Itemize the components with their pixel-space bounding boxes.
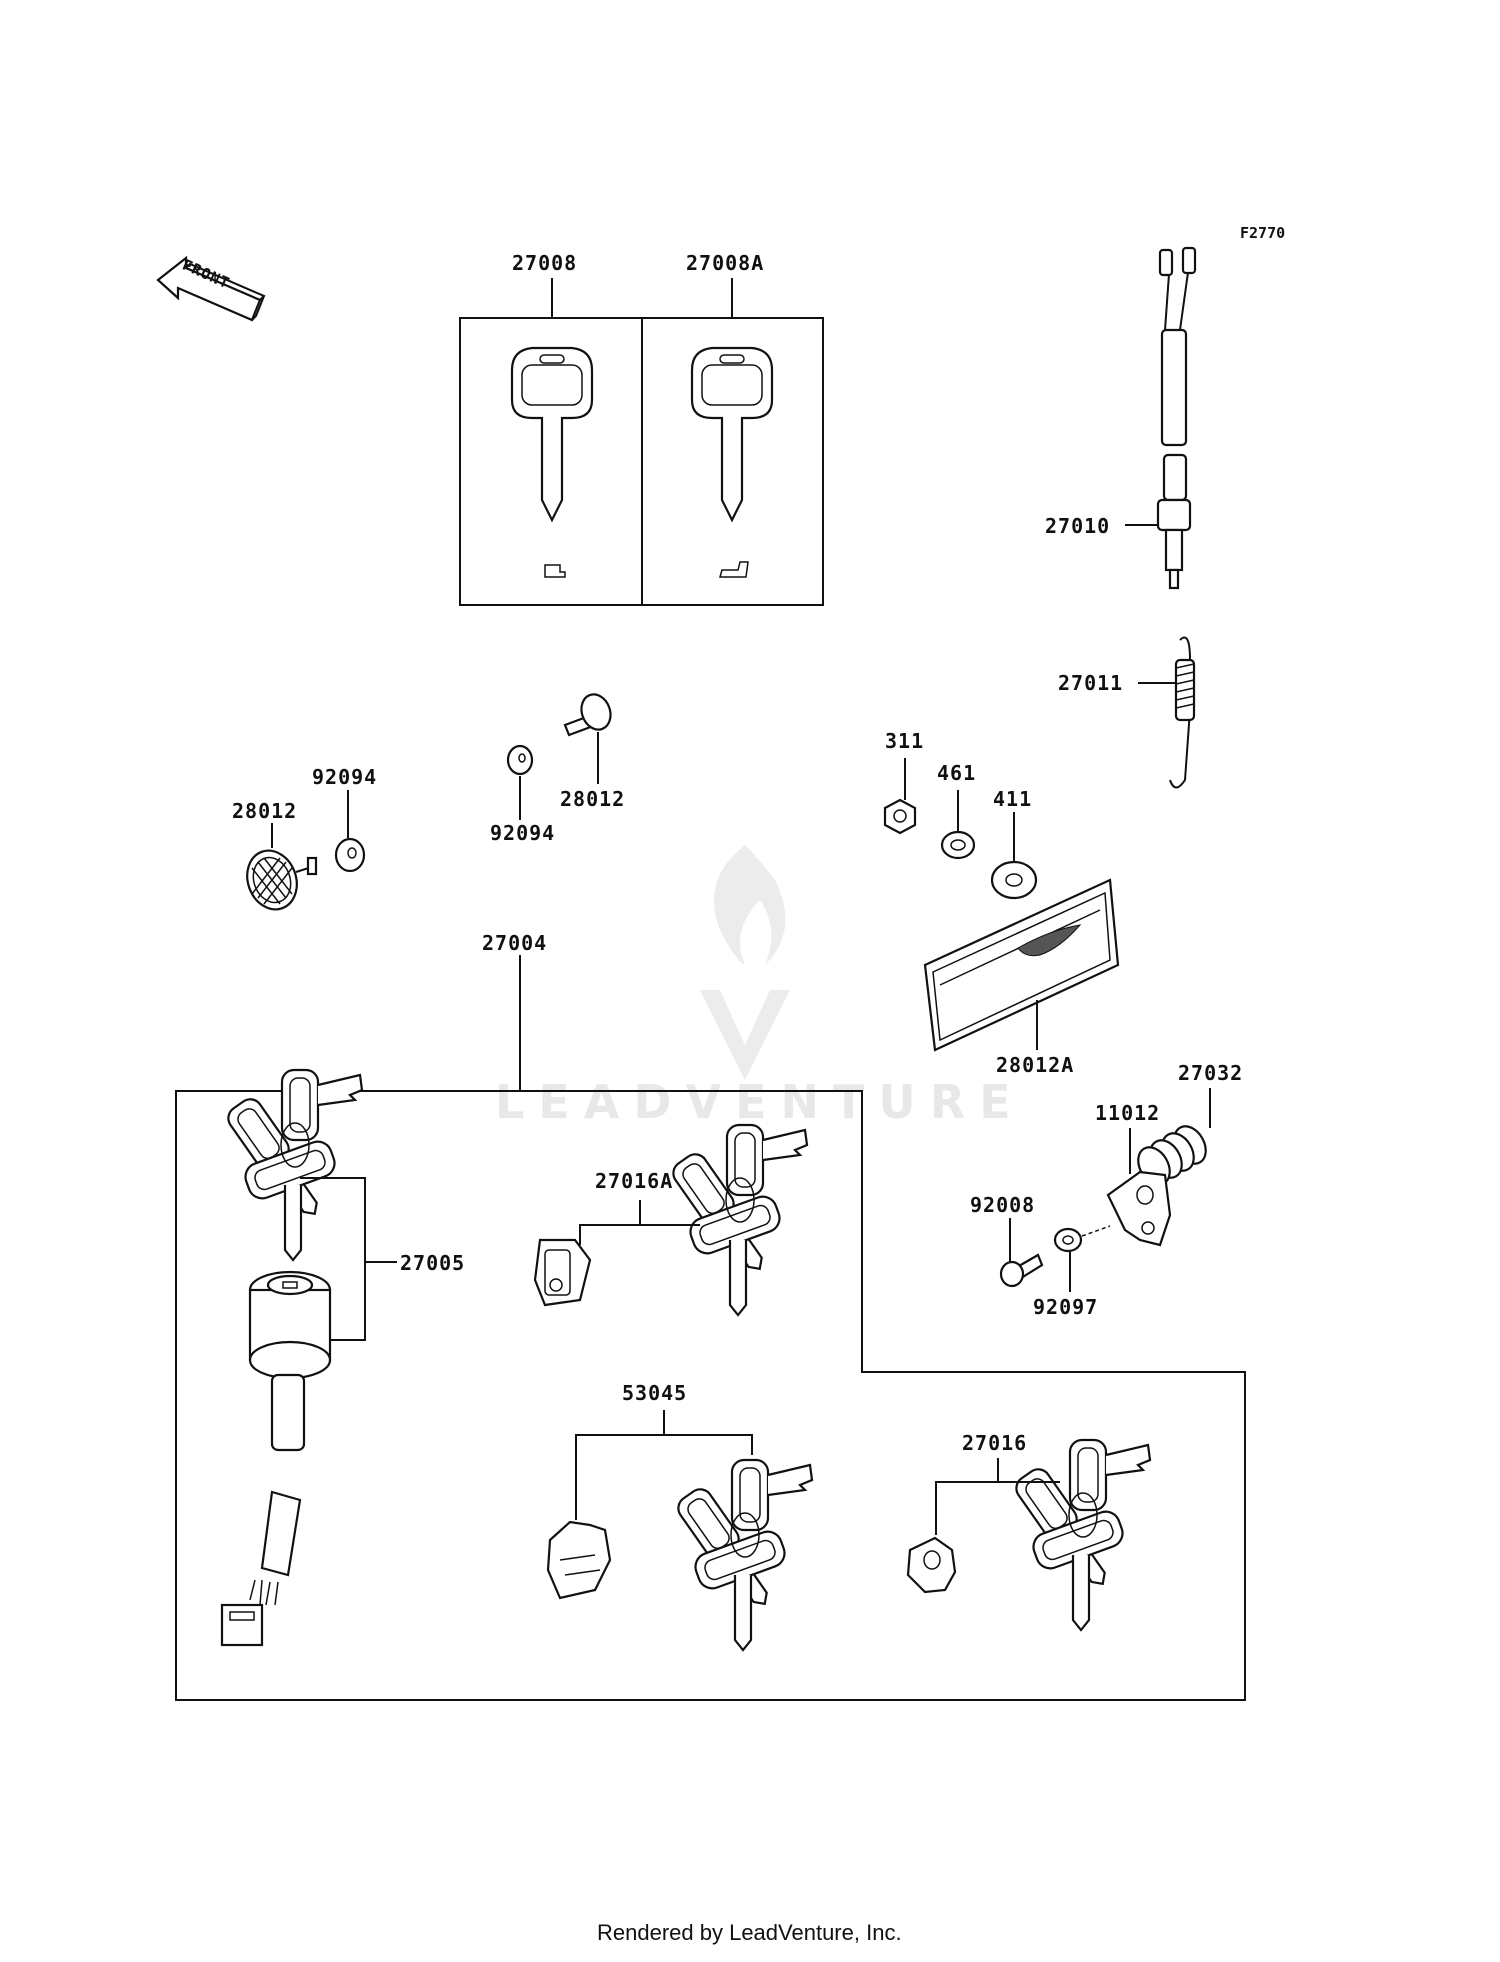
part-label-28012-center[interactable]: 28012 xyxy=(560,787,625,811)
part-label-11012[interactable]: 11012 xyxy=(1095,1101,1160,1125)
part-group-ignition-set xyxy=(175,955,1246,1701)
part-label-411[interactable]: 411 xyxy=(993,787,1032,811)
part-label-461[interactable]: 461 xyxy=(937,761,976,785)
part-92008-bolt xyxy=(999,1253,1044,1288)
part-label-92097[interactable]: 92097 xyxy=(1033,1295,1098,1319)
part-27016-lock-set xyxy=(906,1438,1152,1632)
part-group-keys-blank xyxy=(459,278,824,606)
part-28012-reflector-left xyxy=(246,849,318,911)
part-27032-spring xyxy=(1137,1125,1207,1186)
part-27005-ignition-switch xyxy=(220,1068,397,1647)
part-53045-lock-set xyxy=(546,1410,814,1652)
watermark-logo: LEADVENTURE xyxy=(495,845,1025,1129)
part-461-lockwasher xyxy=(940,830,976,860)
part-92094-washer-left xyxy=(334,837,366,873)
part-label-311[interactable]: 311 xyxy=(885,729,924,753)
part-label-53045[interactable]: 53045 xyxy=(622,1381,687,1405)
part-label-28012-left[interactable]: 28012 xyxy=(232,799,297,823)
part-label-92094-left[interactable]: 92094 xyxy=(312,765,377,789)
part-27011-spring xyxy=(1169,636,1196,789)
part-label-27005[interactable]: 27005 xyxy=(400,1251,465,1275)
footer-credit: Rendered by LeadVenture, Inc. xyxy=(597,1920,902,1945)
part-27010-switch xyxy=(1156,246,1197,590)
part-label-27016[interactable]: 27016 xyxy=(962,1431,1027,1455)
front-arrow-icon: FRONT xyxy=(156,256,266,322)
watermark-text: LEADVENTURE xyxy=(495,1075,1025,1129)
part-28012-screw-center xyxy=(563,693,612,737)
part-label-27016A[interactable]: 27016A xyxy=(595,1169,673,1193)
part-411-washer xyxy=(990,860,1038,900)
part-label-92094-center[interactable]: 92094 xyxy=(490,821,555,845)
part-11012-bracket xyxy=(1106,1170,1172,1247)
part-label-27008[interactable]: 27008 xyxy=(512,251,577,275)
part-label-27032[interactable]: 27032 xyxy=(1178,1061,1243,1085)
part-92094-washer-center xyxy=(506,744,534,776)
part-label-27008A[interactable]: 27008A xyxy=(686,251,764,275)
part-label-27011[interactable]: 27011 xyxy=(1058,671,1123,695)
part-label-27004[interactable]: 27004 xyxy=(482,931,547,955)
diagram-code: F2770 xyxy=(1240,224,1285,242)
part-27016A-lock-set xyxy=(533,1123,809,1317)
part-28012A-reflector xyxy=(923,878,1120,1052)
part-92097-washer xyxy=(1053,1225,1111,1253)
part-label-27010[interactable]: 27010 xyxy=(1045,514,1110,538)
part-label-92008[interactable]: 92008 xyxy=(970,1193,1035,1217)
part-label-28012A[interactable]: 28012A xyxy=(996,1053,1074,1077)
part-311-nut xyxy=(883,798,917,835)
